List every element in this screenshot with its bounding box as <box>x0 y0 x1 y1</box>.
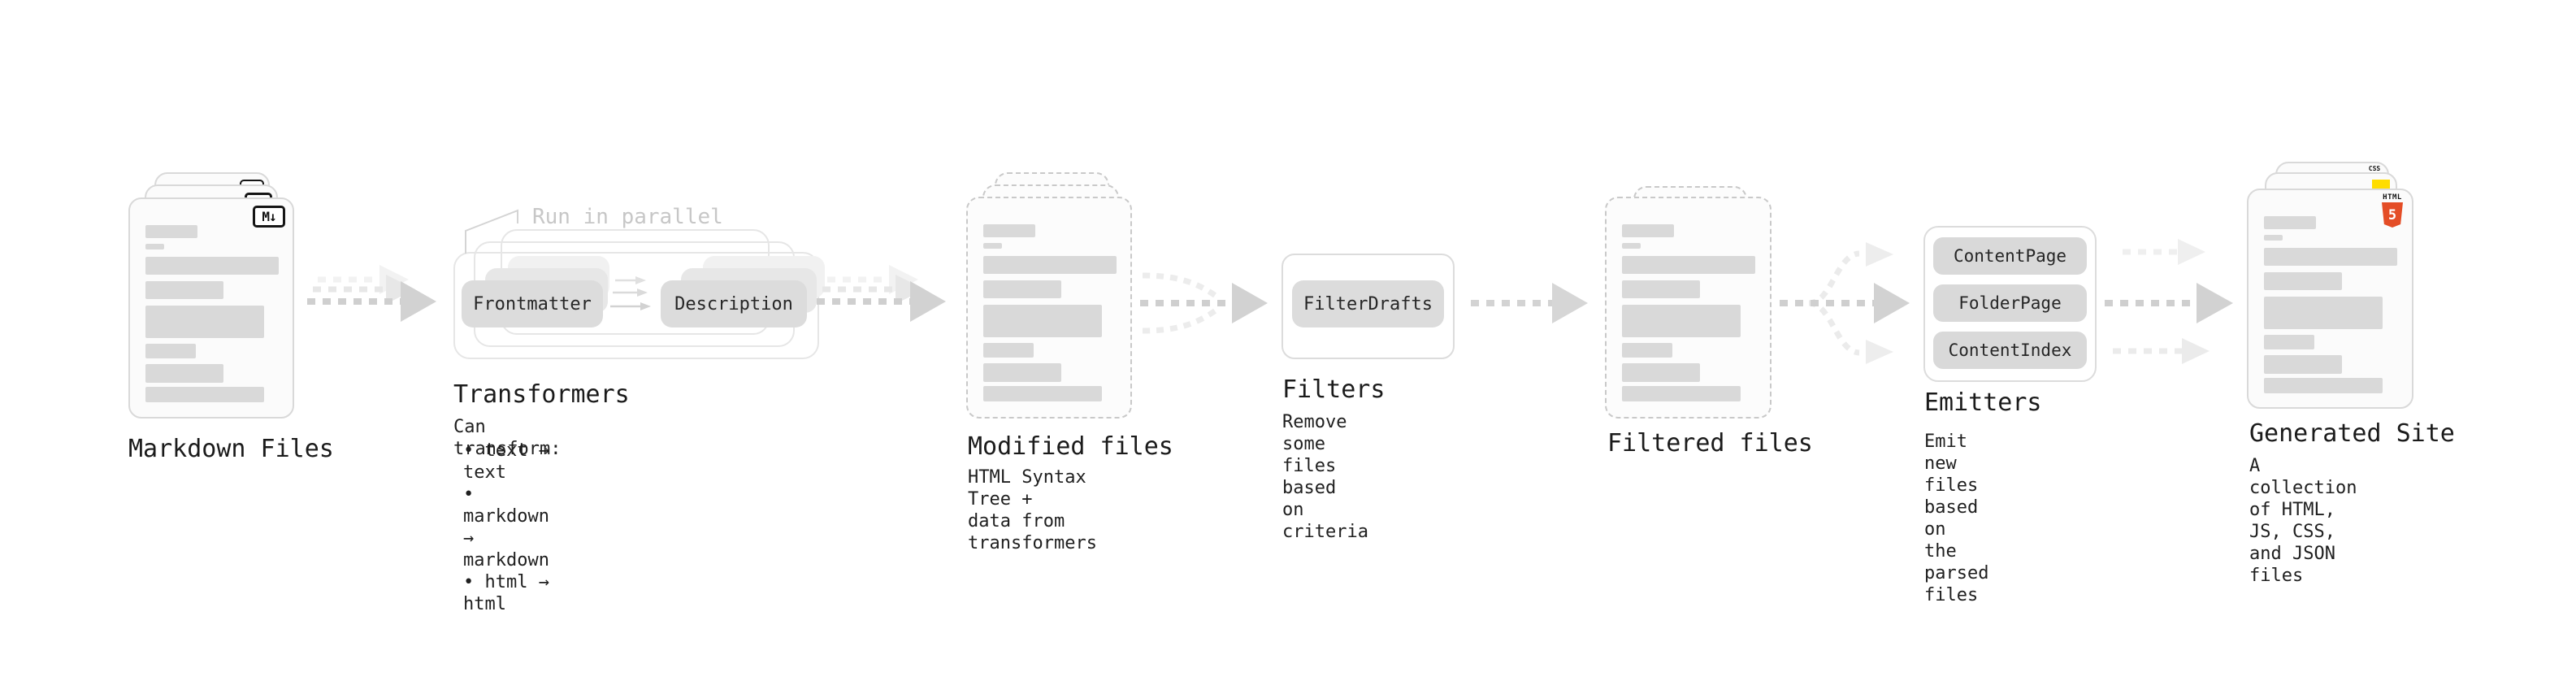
css-icon-label: CSS <box>2368 165 2381 172</box>
flow-arrow-emitters-to-generated <box>2105 239 2233 364</box>
placeholder-line <box>1622 256 1755 274</box>
placeholder-text-lines <box>2249 190 2412 407</box>
placeholder-line <box>1622 386 1741 401</box>
folder-page-box: FolderPage <box>1933 284 2087 322</box>
transform-step-arrows <box>610 276 651 310</box>
modified-files-caption: HTML Syntax Tree + data from transformer… <box>968 467 1097 553</box>
frontmatter-box: Frontmatter <box>462 280 603 327</box>
run-in-parallel-annotation: Run in parallel <box>532 205 723 229</box>
filter-drafts-box: FilterDrafts <box>1292 280 1444 327</box>
content-page-box: ContentPage <box>1933 237 2087 275</box>
placeholder-line <box>1622 343 1672 358</box>
placeholder-text-lines <box>968 198 1130 417</box>
placeholder-line <box>1622 224 1674 237</box>
placeholder-line <box>2264 272 2342 290</box>
placeholder-line <box>1622 280 1700 298</box>
placeholder-line <box>145 306 264 338</box>
placeholder-line <box>145 244 164 249</box>
stage-label-generated-site: Generated Site <box>2249 419 2455 448</box>
placeholder-line <box>1622 243 1641 249</box>
placeholder-line <box>145 364 223 383</box>
placeholder-line <box>2264 216 2316 229</box>
modified-file-card <box>966 197 1132 419</box>
placeholder-line <box>983 386 1102 401</box>
flow-arrow-filtered-to-emitters <box>1780 242 1910 364</box>
html5-icon-shield: 5 <box>2382 202 2403 228</box>
bullet-item: • text → text <box>463 440 549 483</box>
stage-label-markdown-files: Markdown Files <box>128 435 334 463</box>
placeholder-line <box>983 305 1102 337</box>
stage-label-modified-files: Modified files <box>968 432 1173 461</box>
annotation-connector-line <box>465 209 518 254</box>
emitters-caption: Emit new files based on the parsed files <box>1924 432 1989 605</box>
placeholder-line <box>2264 335 2314 349</box>
placeholder-line <box>983 256 1117 274</box>
placeholder-text-lines <box>130 199 293 417</box>
stage-label-transformers: Transformers <box>453 380 630 409</box>
placeholder-line <box>983 243 1002 249</box>
placeholder-line <box>2264 297 2383 329</box>
transformer-run-card <box>453 252 819 359</box>
placeholder-line <box>983 224 1035 237</box>
stage-label-filtered-files: Filtered files <box>1607 429 1813 458</box>
description-box: Description <box>661 280 807 327</box>
filters-caption: Remove some files based on criteria <box>1282 412 1368 542</box>
flow-arrow-modified-to-filters <box>1140 272 1268 334</box>
placeholder-line <box>145 257 279 275</box>
placeholder-line <box>145 344 196 358</box>
generated-site-caption: A collection of HTML, JS, CSS, and JSON … <box>2249 456 2357 586</box>
filtered-file-card <box>1605 197 1772 419</box>
html5-icon: HTML 5 <box>2382 194 2403 228</box>
bullet-item: • markdown → markdown <box>463 484 549 570</box>
generated-html-file-card: HTML 5 <box>2247 189 2413 409</box>
flow-arrow-transformers-to-modified <box>817 265 946 322</box>
placeholder-line <box>2264 235 2283 241</box>
html5-icon-label: HTML <box>2383 193 2402 202</box>
transformers-caption-intro: Can transform: <box>453 417 562 459</box>
stage-label-filters: Filters <box>1282 375 1386 404</box>
js-icon <box>2372 180 2390 189</box>
flow-arrow-markdown-to-transformers <box>307 265 436 322</box>
transformers-bullet-list: • text → text • markdown → markdown • ht… <box>463 440 549 615</box>
placeholder-line <box>1622 305 1741 337</box>
placeholder-line <box>145 387 264 402</box>
placeholder-line <box>145 281 223 299</box>
markdown-icon: M↓ <box>253 206 285 228</box>
placeholder-line <box>2264 355 2342 374</box>
placeholder-line <box>2264 378 2383 393</box>
placeholder-line <box>983 363 1061 382</box>
markdown-file-card: M↓ <box>128 197 294 419</box>
content-index-box: ContentIndex <box>1933 332 2087 369</box>
placeholder-line <box>1622 363 1700 382</box>
placeholder-line <box>983 280 1061 298</box>
placeholder-line <box>2264 248 2397 266</box>
bullet-item: • html → html <box>463 572 549 614</box>
placeholder-line <box>145 225 197 238</box>
placeholder-text-lines <box>1607 198 1770 417</box>
placeholder-line <box>983 343 1034 358</box>
stage-label-emitters: Emitters <box>1924 388 2042 417</box>
flow-arrow-filters-to-filtered <box>1471 283 1588 323</box>
